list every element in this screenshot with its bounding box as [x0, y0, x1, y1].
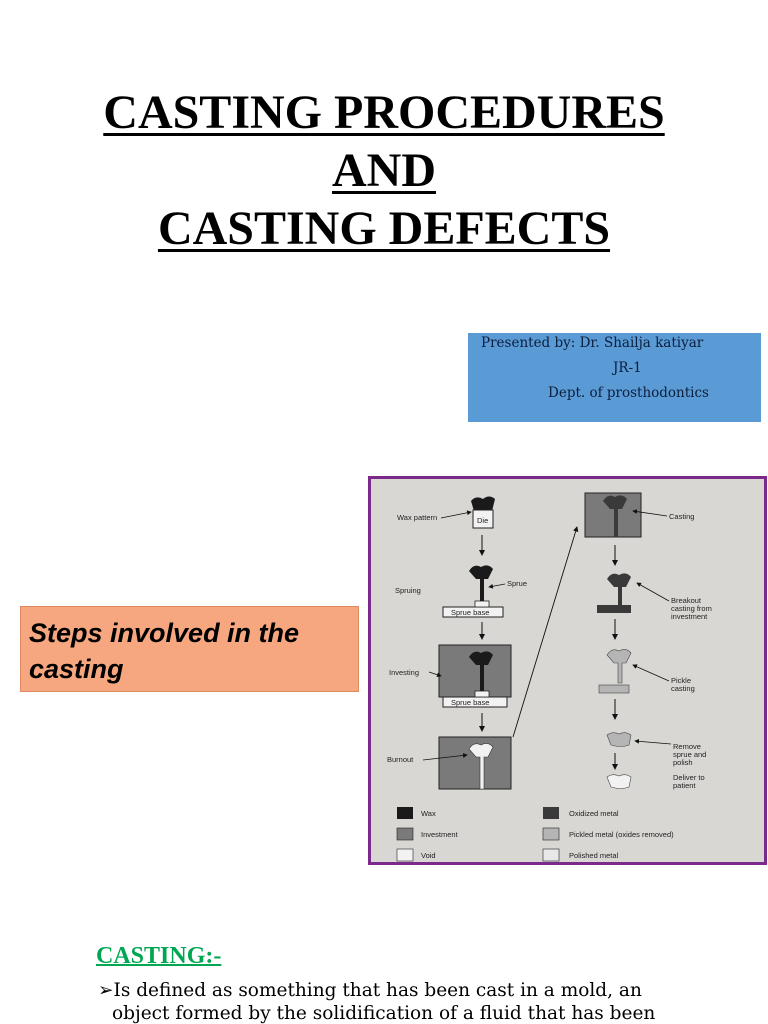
- delivered-crown-shape: [606, 774, 632, 789]
- presenter-dept: Dept. of prosthodontics: [548, 385, 709, 401]
- label-deliver-1: Deliver to: [673, 773, 705, 782]
- legend-wax-swatch: [397, 807, 413, 819]
- legend-investment: Investment: [421, 830, 459, 839]
- casting-definition: ➢Is defined as something that has been c…: [98, 979, 678, 1024]
- wax-pattern-shape: [471, 496, 495, 511]
- label-breakout-3: investment: [671, 612, 708, 621]
- label-sprue-base-2: Sprue base: [451, 698, 489, 707]
- title-line-1: CASTING PROCEDURES: [103, 86, 665, 139]
- label-sprue-base-1: Sprue base: [451, 608, 489, 617]
- legend-investment-swatch: [396, 827, 414, 841]
- breakout-casting-shape: [607, 573, 631, 605]
- slide-title: CASTING PROCEDURES AND CASTING DEFECTS: [0, 84, 768, 258]
- label-wax-pattern: Wax pattern: [397, 513, 437, 522]
- sprue-base-1: [442, 606, 504, 618]
- polished-crown-shape: [606, 732, 632, 747]
- legend-oxidized: Oxidized metal: [569, 809, 619, 818]
- title-line-2: AND: [332, 144, 436, 197]
- label-investing: Investing: [389, 668, 419, 677]
- label-pickle-1: Pickle: [671, 676, 691, 685]
- label-remove-3: polish: [673, 758, 693, 767]
- legend-pickled: Pickled metal (oxides removed): [569, 830, 674, 839]
- definition-line-1: Is defined as something that has been ca…: [113, 980, 642, 1001]
- die-shape: [472, 509, 494, 529]
- label-casting: Casting: [669, 512, 694, 521]
- label-pickle-2: casting: [671, 684, 695, 693]
- label-burnout: Burnout: [387, 755, 414, 764]
- legend-pickled-swatch: [542, 827, 560, 841]
- label-remove-2: sprue and: [673, 750, 706, 759]
- label-sprue: Sprue: [507, 579, 527, 588]
- presenter-name: Presented by: Dr. Shailja katiyar: [481, 335, 704, 351]
- legend-polished: Polished metal: [569, 851, 619, 860]
- legend-void: Void: [421, 851, 436, 860]
- label-breakout-1: Breakout: [671, 596, 702, 605]
- sprued-pattern-shape: [469, 565, 493, 603]
- presenter-box: Presented by: Dr. Shailja katiyar JR-1 D…: [468, 333, 761, 422]
- pickled-casting-shape: [606, 649, 632, 684]
- label-remove-1: Remove: [673, 742, 701, 751]
- legend-wax: Wax: [421, 809, 436, 818]
- steps-callout: Steps involved in the casting: [20, 606, 359, 692]
- label-breakout-2: casting from: [671, 604, 712, 613]
- casting-steps-figure: Die Wax pattern Sprue base Spruing Sprue…: [368, 476, 767, 865]
- title-line-3: CASTING DEFECTS: [157, 202, 611, 255]
- label-die: Die: [477, 516, 488, 525]
- presenter-role: JR-1: [613, 360, 642, 376]
- label-spruing: Spruing: [395, 586, 421, 595]
- bullet-arrow-icon: ➢: [98, 980, 114, 1001]
- legend-oxidized-swatch: [543, 807, 559, 819]
- label-deliver-2: patient: [673, 781, 696, 790]
- legend-void-swatch: [396, 848, 414, 862]
- legend-polished-swatch: [542, 848, 560, 862]
- casting-heading: CASTING:-: [96, 943, 222, 969]
- definition-line-2: object formed by the solidification of a…: [112, 1003, 656, 1024]
